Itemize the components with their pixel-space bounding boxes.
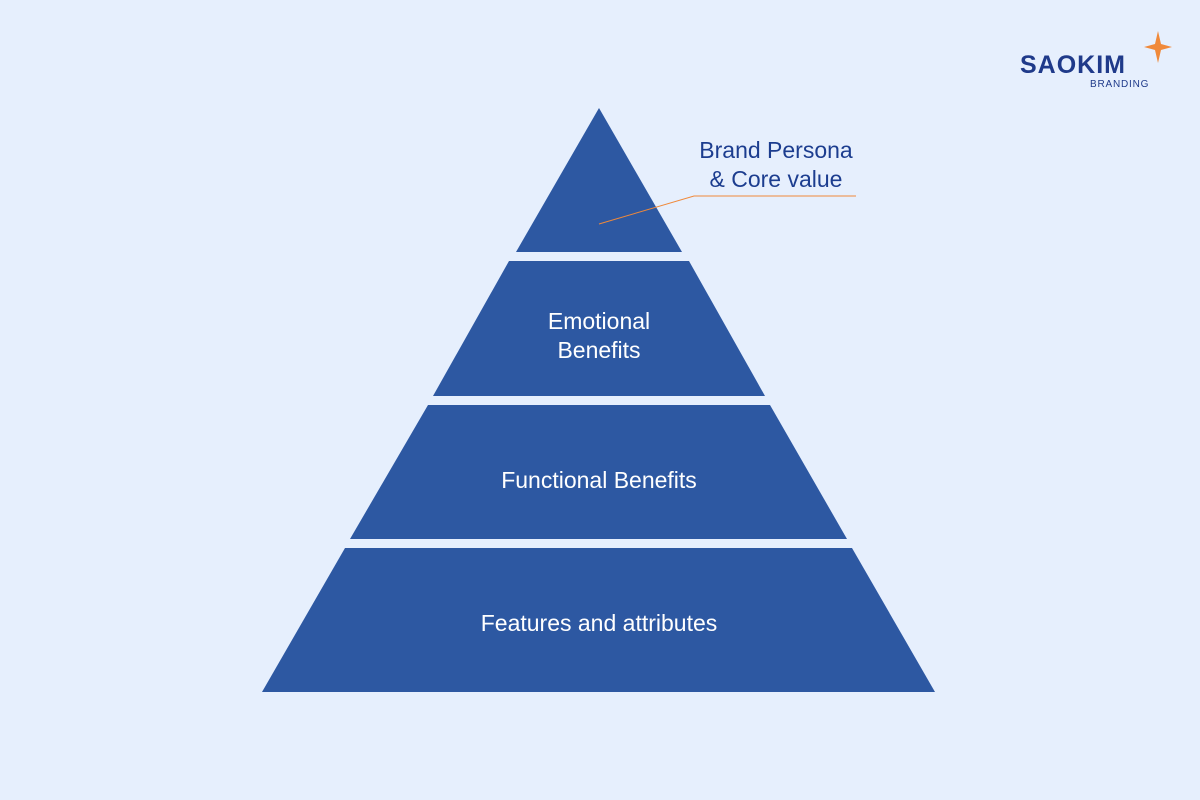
tier-1-label-line-2: Benefits xyxy=(557,337,640,363)
pyramid-tier-emotional-benefits xyxy=(433,261,765,396)
pyramid-tier-functional-benefits xyxy=(350,405,847,539)
sparkle-icon xyxy=(1144,31,1172,63)
tier-2-label: Functional Benefits xyxy=(501,467,697,493)
callout-leader-line xyxy=(598,195,856,225)
tier-3-label-line-1: Features and attributes xyxy=(481,610,718,636)
callout-label-line-1: Brand Persona xyxy=(699,137,853,163)
logo-name: SAOKIM xyxy=(1020,51,1126,79)
pyramid-tier-features-attributes xyxy=(262,548,935,692)
tier-2-label-line-1: Functional Benefits xyxy=(501,467,697,493)
logo-tagline: BRANDING xyxy=(1090,79,1149,90)
callout-label-line-2: & Core value xyxy=(710,166,843,192)
tier-1-label: Emotional Benefits xyxy=(548,308,650,363)
brand-persona-callout: Brand Persona & Core value xyxy=(598,137,856,225)
saokim-logo: SAOKIM BRANDING xyxy=(1020,31,1172,90)
tier-1-label-line-1: Emotional xyxy=(548,308,650,334)
pyramid-tier-brand-persona xyxy=(516,108,682,252)
tier-3-label: Features and attributes xyxy=(481,610,718,636)
